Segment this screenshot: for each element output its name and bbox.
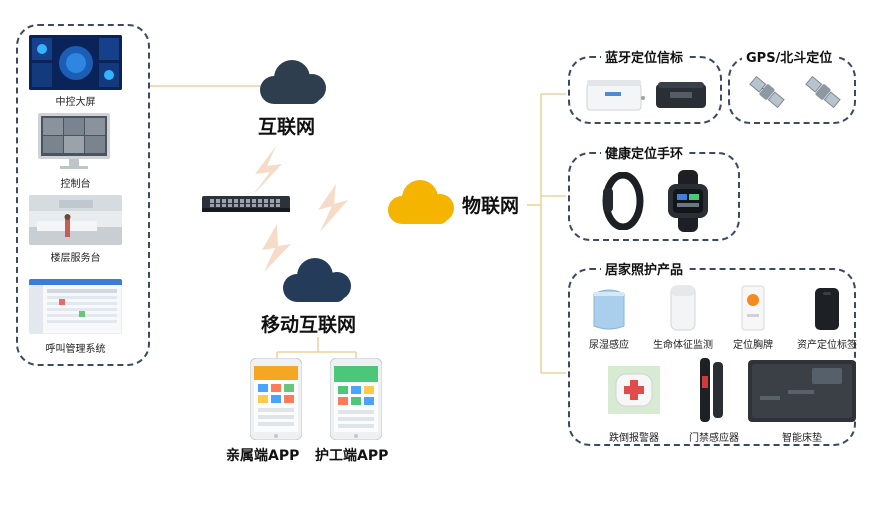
location-badge-icon [741,285,765,331]
control-screen-image [29,35,122,90]
control-console-image [38,113,110,171]
caregiver-app-phone-icon [330,358,382,440]
smart-mattress-icon [748,360,856,422]
family-app-phone-icon [250,358,302,440]
home-care-group [568,268,856,446]
cloud-mobile-icon [283,258,351,302]
left-item-label: 控制台 [60,179,91,190]
fitness-band-icon [602,172,644,230]
network-switch-icon [202,196,290,212]
home-care-item-label: 生命体征监测 [653,340,713,351]
mobile-internet-label: 移动互联网 [261,314,357,336]
home-care-item-label: 智能床垫 [782,433,822,444]
health-wristband-group [568,152,740,241]
bluetooth-beacon-white-icon [586,80,645,111]
gps-beidou-title: GPS/北斗定位 [742,47,837,66]
vital-sign-monitor-icon [670,285,696,331]
lightning-bolt-icon [252,146,282,196]
home-care-item-label: 定位胸牌 [733,340,773,351]
iot-label: 物联网 [462,195,520,217]
left-item-label: 呼叫管理系统 [45,344,106,355]
lightning-bolt-icon [262,224,291,272]
bluetooth-beacon-title: 蓝牙定位信标 [601,47,688,66]
home-care-item-label: 尿湿感应 [589,340,629,351]
smart-watch-icon [668,170,708,232]
app-label: 亲属端APP [226,448,300,464]
health-wristband-title: 健康定位手环 [601,143,688,162]
satellite-icon [805,75,841,109]
wetness-sensor-icon [593,289,625,330]
left-item-label: 楼层服务台 [50,253,101,264]
app-label: 护工端APP [315,448,389,464]
home-care-item-label: 门禁感应器 [689,433,739,444]
internet-label: 互联网 [258,116,316,138]
door-access-sensor-icon [700,358,723,422]
asset-tag-icon [815,288,839,330]
lightning-bolt-icon [318,184,348,232]
home-care-title: 居家照护产品 [601,259,688,278]
left-item-label: 中控大屏 [55,97,96,108]
bluetooth-beacon-black-icon [656,82,706,108]
home-care-item-label: 跌倒报警器 [609,433,659,444]
fall-alarm-icon [608,366,660,414]
cloud-iot-icon [388,180,454,224]
satellite-icon [749,75,785,109]
cloud-dark-icon [260,60,326,104]
floor-service-desk-image [29,195,122,245]
home-care-item-label: 资产定位标签 [797,340,857,351]
call-management-system-image [29,279,122,334]
left-panel [16,24,150,366]
